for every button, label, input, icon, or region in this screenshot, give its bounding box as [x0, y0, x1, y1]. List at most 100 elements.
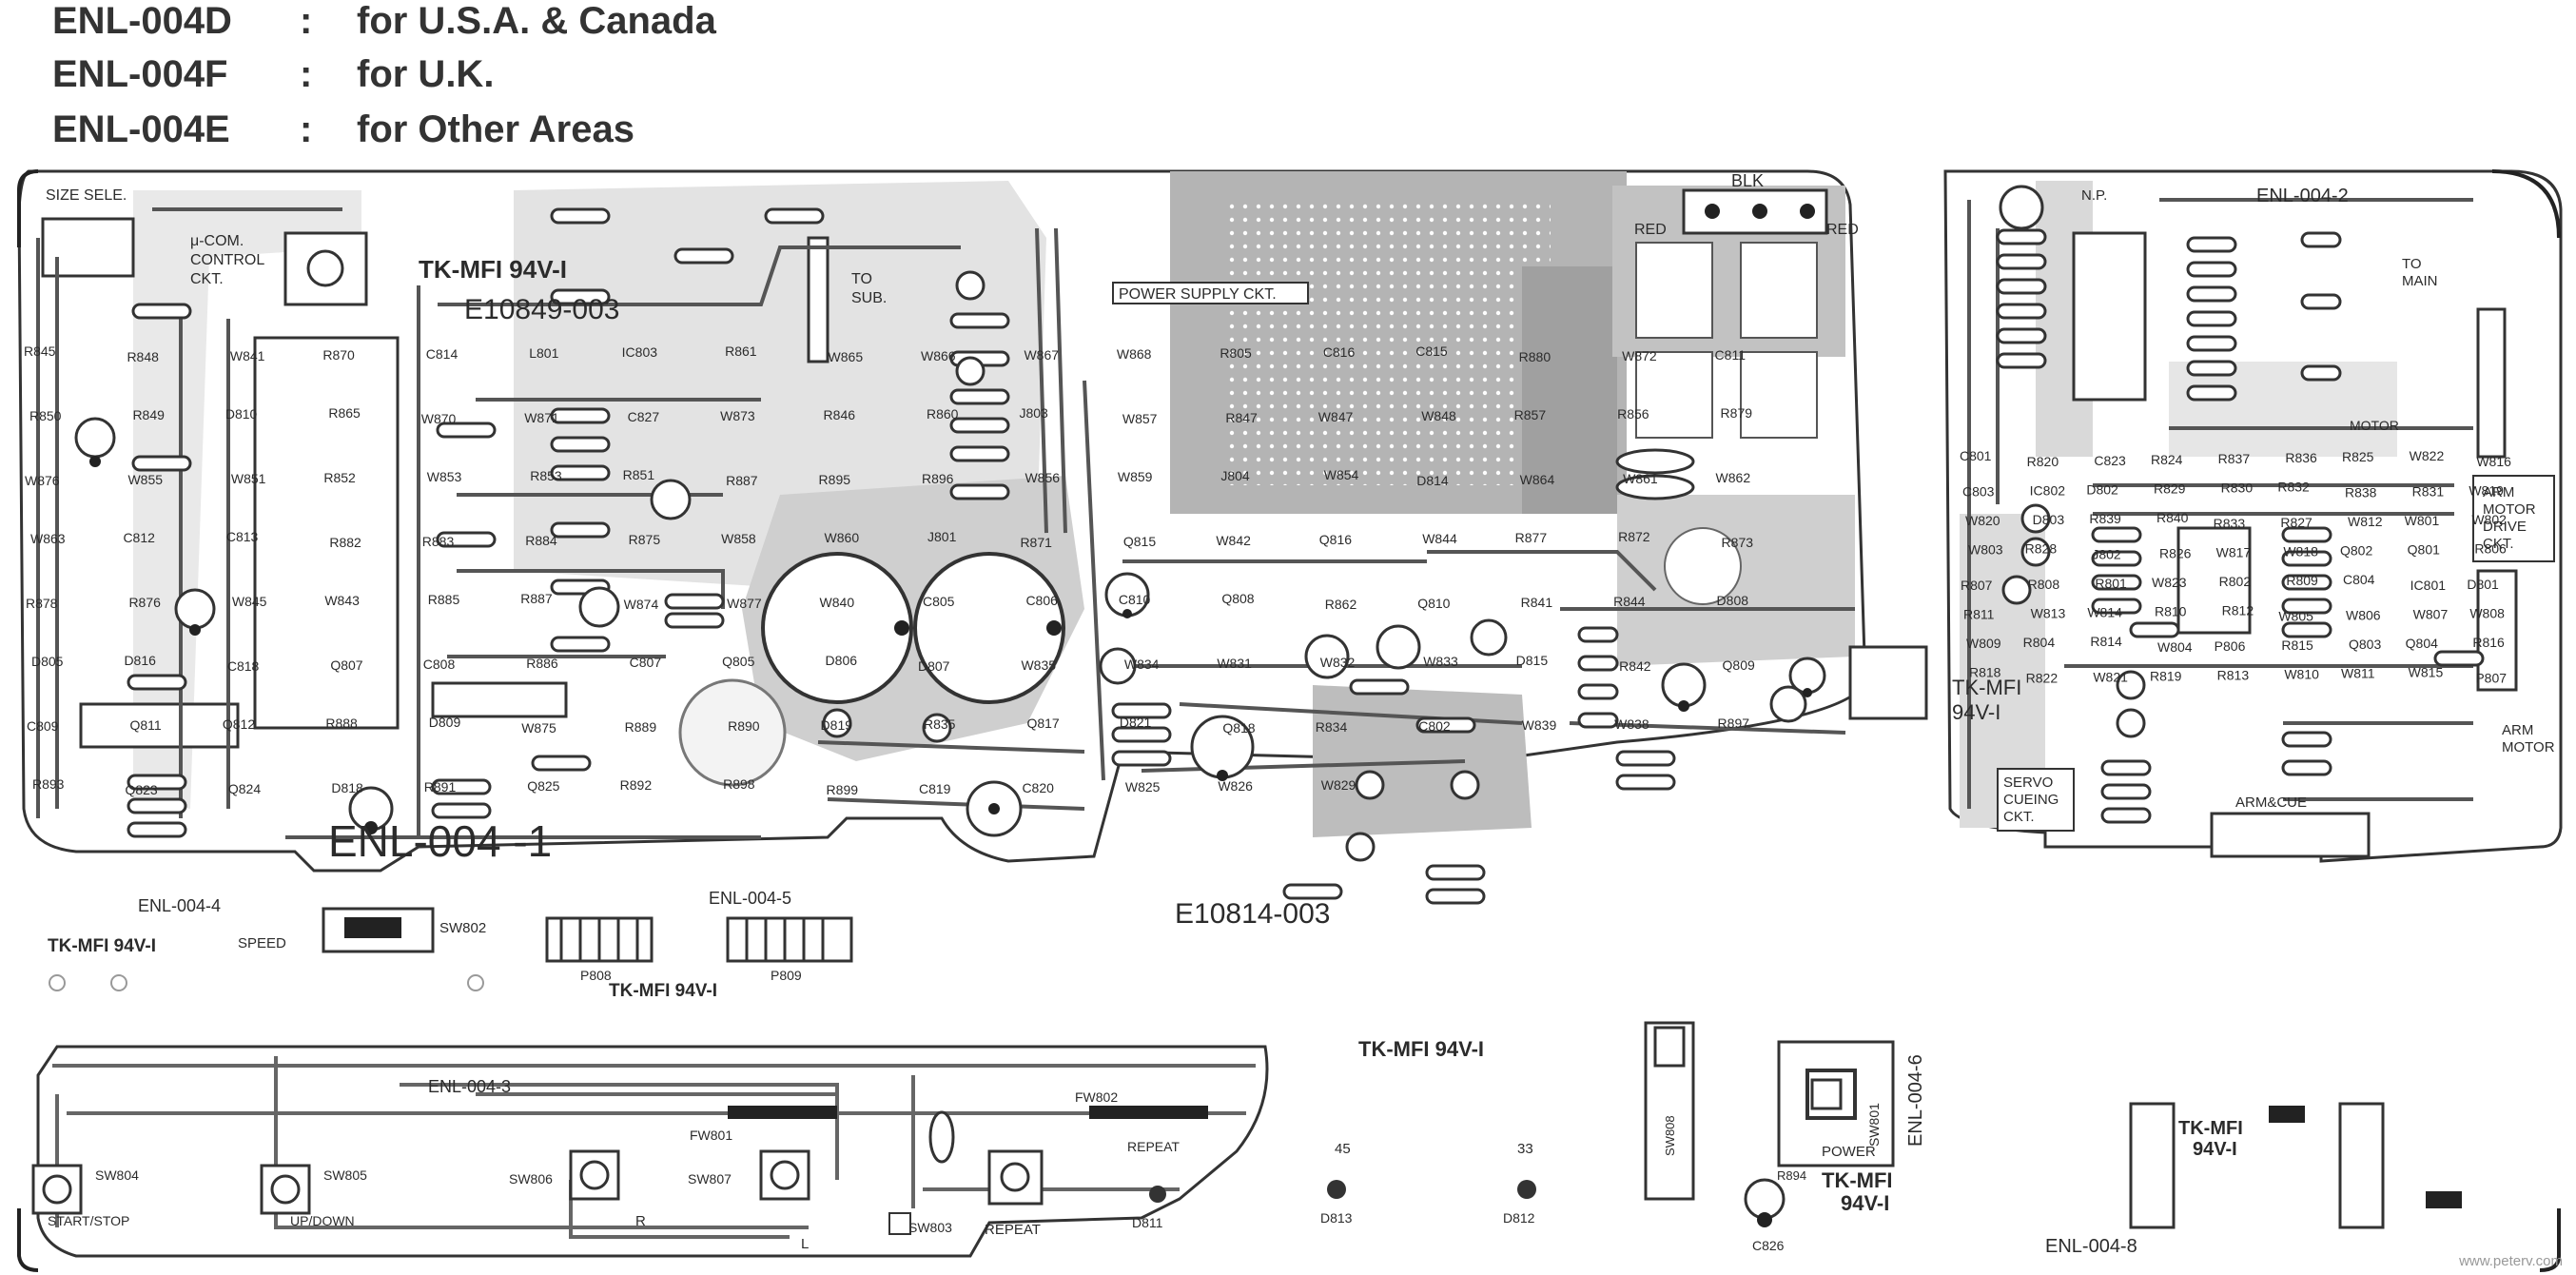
component-ref-j804: J804: [1220, 468, 1250, 483]
component-ref-r809: R809: [2286, 573, 2318, 588]
component-ref-q808: Q808: [1221, 591, 1254, 606]
component-ref-r888: R888: [325, 716, 358, 731]
component-ref-r802: R802: [2219, 574, 2252, 589]
component-ref-q817: Q817: [1026, 716, 1059, 731]
component-ref-q809: Q809: [1723, 657, 1755, 673]
component-ref-r895: R895: [819, 472, 851, 487]
component-ref-w825: W825: [1125, 779, 1161, 794]
component-ref-w838: W838: [1614, 716, 1649, 732]
r894-label: R894: [1777, 1168, 1806, 1183]
component-ref-r801: R801: [2095, 576, 2127, 591]
component-ref-r840: R840: [2156, 510, 2189, 525]
component-ref-p806: P806: [2215, 638, 2246, 654]
board-3: ENL-004-3 FW801 FW802 SW804 SW805 SW806 …: [31, 1045, 1269, 1258]
component-ref-w816: W816: [2476, 454, 2511, 469]
component-ref-w819: W819: [2469, 483, 2504, 499]
header-line-1: ENL-004D:for U.S.A. & Canada: [52, 0, 716, 42]
component-ref-r853: R853: [530, 468, 562, 483]
watermark: www.peterv.com: [2459, 1253, 2563, 1269]
component-ref-ic803: IC803: [622, 344, 658, 360]
component-ref-w808: W808: [2469, 606, 2505, 621]
component-ref-r808: R808: [2028, 577, 2060, 592]
component-ref-q807: Q807: [330, 657, 362, 673]
to-sub-label-1: TO: [851, 271, 872, 287]
component-ref-c810: C810: [1119, 592, 1151, 607]
component-ref-r880: R880: [1519, 349, 1551, 364]
component-ref-w847: W847: [1318, 409, 1354, 424]
component-ref-w813: W813: [2031, 606, 2066, 621]
component-ref-r857: R857: [1514, 407, 1547, 422]
arm-motor-drive-4: CKT.: [2483, 536, 2514, 552]
component-ref-r806: R806: [2474, 541, 2507, 557]
component-ref-w805: W805: [2278, 609, 2313, 624]
r-label: R: [635, 1213, 646, 1229]
arm-motor-drive-2: MOTOR: [2483, 501, 2536, 518]
component-ref-c809: C809: [27, 718, 59, 734]
component-ref-c811: C811: [1715, 347, 1747, 363]
board-8-material-2: 94V-I: [2193, 1139, 2237, 1160]
component-ref-r890: R890: [728, 718, 760, 734]
sw803-label: SW803: [908, 1220, 952, 1235]
component-ref-r804: R804: [2023, 635, 2056, 650]
red-label-1: RED: [1634, 222, 1667, 238]
component-ref-r891: R891: [424, 779, 457, 794]
component-ref-w868: W868: [1117, 346, 1152, 362]
component-ref-r825: R825: [2342, 449, 2374, 464]
component-ref-c808: C808: [423, 657, 456, 672]
component-ref-q810: Q810: [1417, 596, 1450, 611]
component-ref-w803: W803: [1968, 542, 2003, 558]
component-ref-d803: D803: [2033, 512, 2065, 527]
component-ref-r827: R827: [2280, 515, 2313, 530]
component-ref-d810: D810: [225, 406, 258, 422]
component-ref-w804: W804: [2157, 639, 2193, 655]
component-ref-r883: R883: [422, 534, 455, 549]
size-sel-label: SIZE SELE.: [46, 187, 127, 204]
component-ref-r873: R873: [1722, 535, 1754, 550]
component-ref-r844: R844: [1613, 594, 1646, 609]
speed-label: SPEED: [238, 935, 286, 951]
led-45-label: 45: [1335, 1141, 1351, 1157]
component-ref-r884: R884: [525, 533, 557, 548]
component-ref-r824: R824: [2151, 452, 2183, 467]
component-ref-w877: W877: [727, 596, 762, 611]
component-ref-r841: R841: [1521, 595, 1553, 610]
arm-motor-drive-1: ARM: [2483, 484, 2514, 500]
component-ref-r862: R862: [1325, 597, 1357, 612]
component-ref-c812: C812: [123, 530, 155, 545]
to-main-2: MAIN: [2402, 273, 2438, 289]
up-down-label: UP/DOWN: [290, 1213, 355, 1228]
component-ref-w801: W801: [2405, 513, 2440, 528]
component-ref-d814: D814: [1416, 473, 1449, 488]
component-ref-d805: D805: [31, 654, 64, 669]
component-ref-w834: W834: [1124, 657, 1160, 672]
board-6-name: ENL-004-6: [1905, 1054, 1926, 1147]
component-ref-r834: R834: [1316, 719, 1348, 735]
component-ref-w840: W840: [820, 595, 855, 610]
component-ref-r839: R839: [2089, 511, 2121, 526]
arm-motor-1: ARM: [2502, 722, 2533, 738]
component-ref-r822: R822: [2026, 671, 2059, 686]
power-label: POWER: [1822, 1144, 1876, 1160]
c826-label: C826: [1752, 1238, 1785, 1253]
power-supply-label: POWER SUPPLY CKT.: [1119, 286, 1277, 303]
component-ref-q823: Q823: [125, 782, 157, 797]
component-ref-w858: W858: [721, 531, 756, 546]
component-ref-w867: W867: [1024, 347, 1059, 363]
component-ref-r814: R814: [2090, 634, 2122, 649]
arm-motor-2: MOTOR: [2502, 739, 2555, 755]
component-ref-r882: R882: [329, 535, 361, 550]
component-ref-w807: W807: [2413, 607, 2449, 622]
start-stop-label: START/STOP: [48, 1213, 129, 1228]
motor-label: MOTOR: [2350, 418, 2399, 433]
d812-led-icon: [1517, 1180, 1536, 1199]
repeat-label-1: REPEAT: [985, 1222, 1041, 1238]
header-line-3: ENL-004E:for Other Areas: [52, 108, 634, 150]
main-board-part-no: E10849-003: [464, 294, 619, 325]
component-ref-w833: W833: [1423, 654, 1458, 669]
component-ref-w864: W864: [1520, 472, 1555, 487]
component-ref-d802: D802: [2086, 482, 2118, 498]
component-ref-d806: D806: [826, 653, 858, 668]
blk-label: BLK: [1731, 171, 1764, 190]
main-board-name: ENL-004 -1: [328, 816, 552, 866]
